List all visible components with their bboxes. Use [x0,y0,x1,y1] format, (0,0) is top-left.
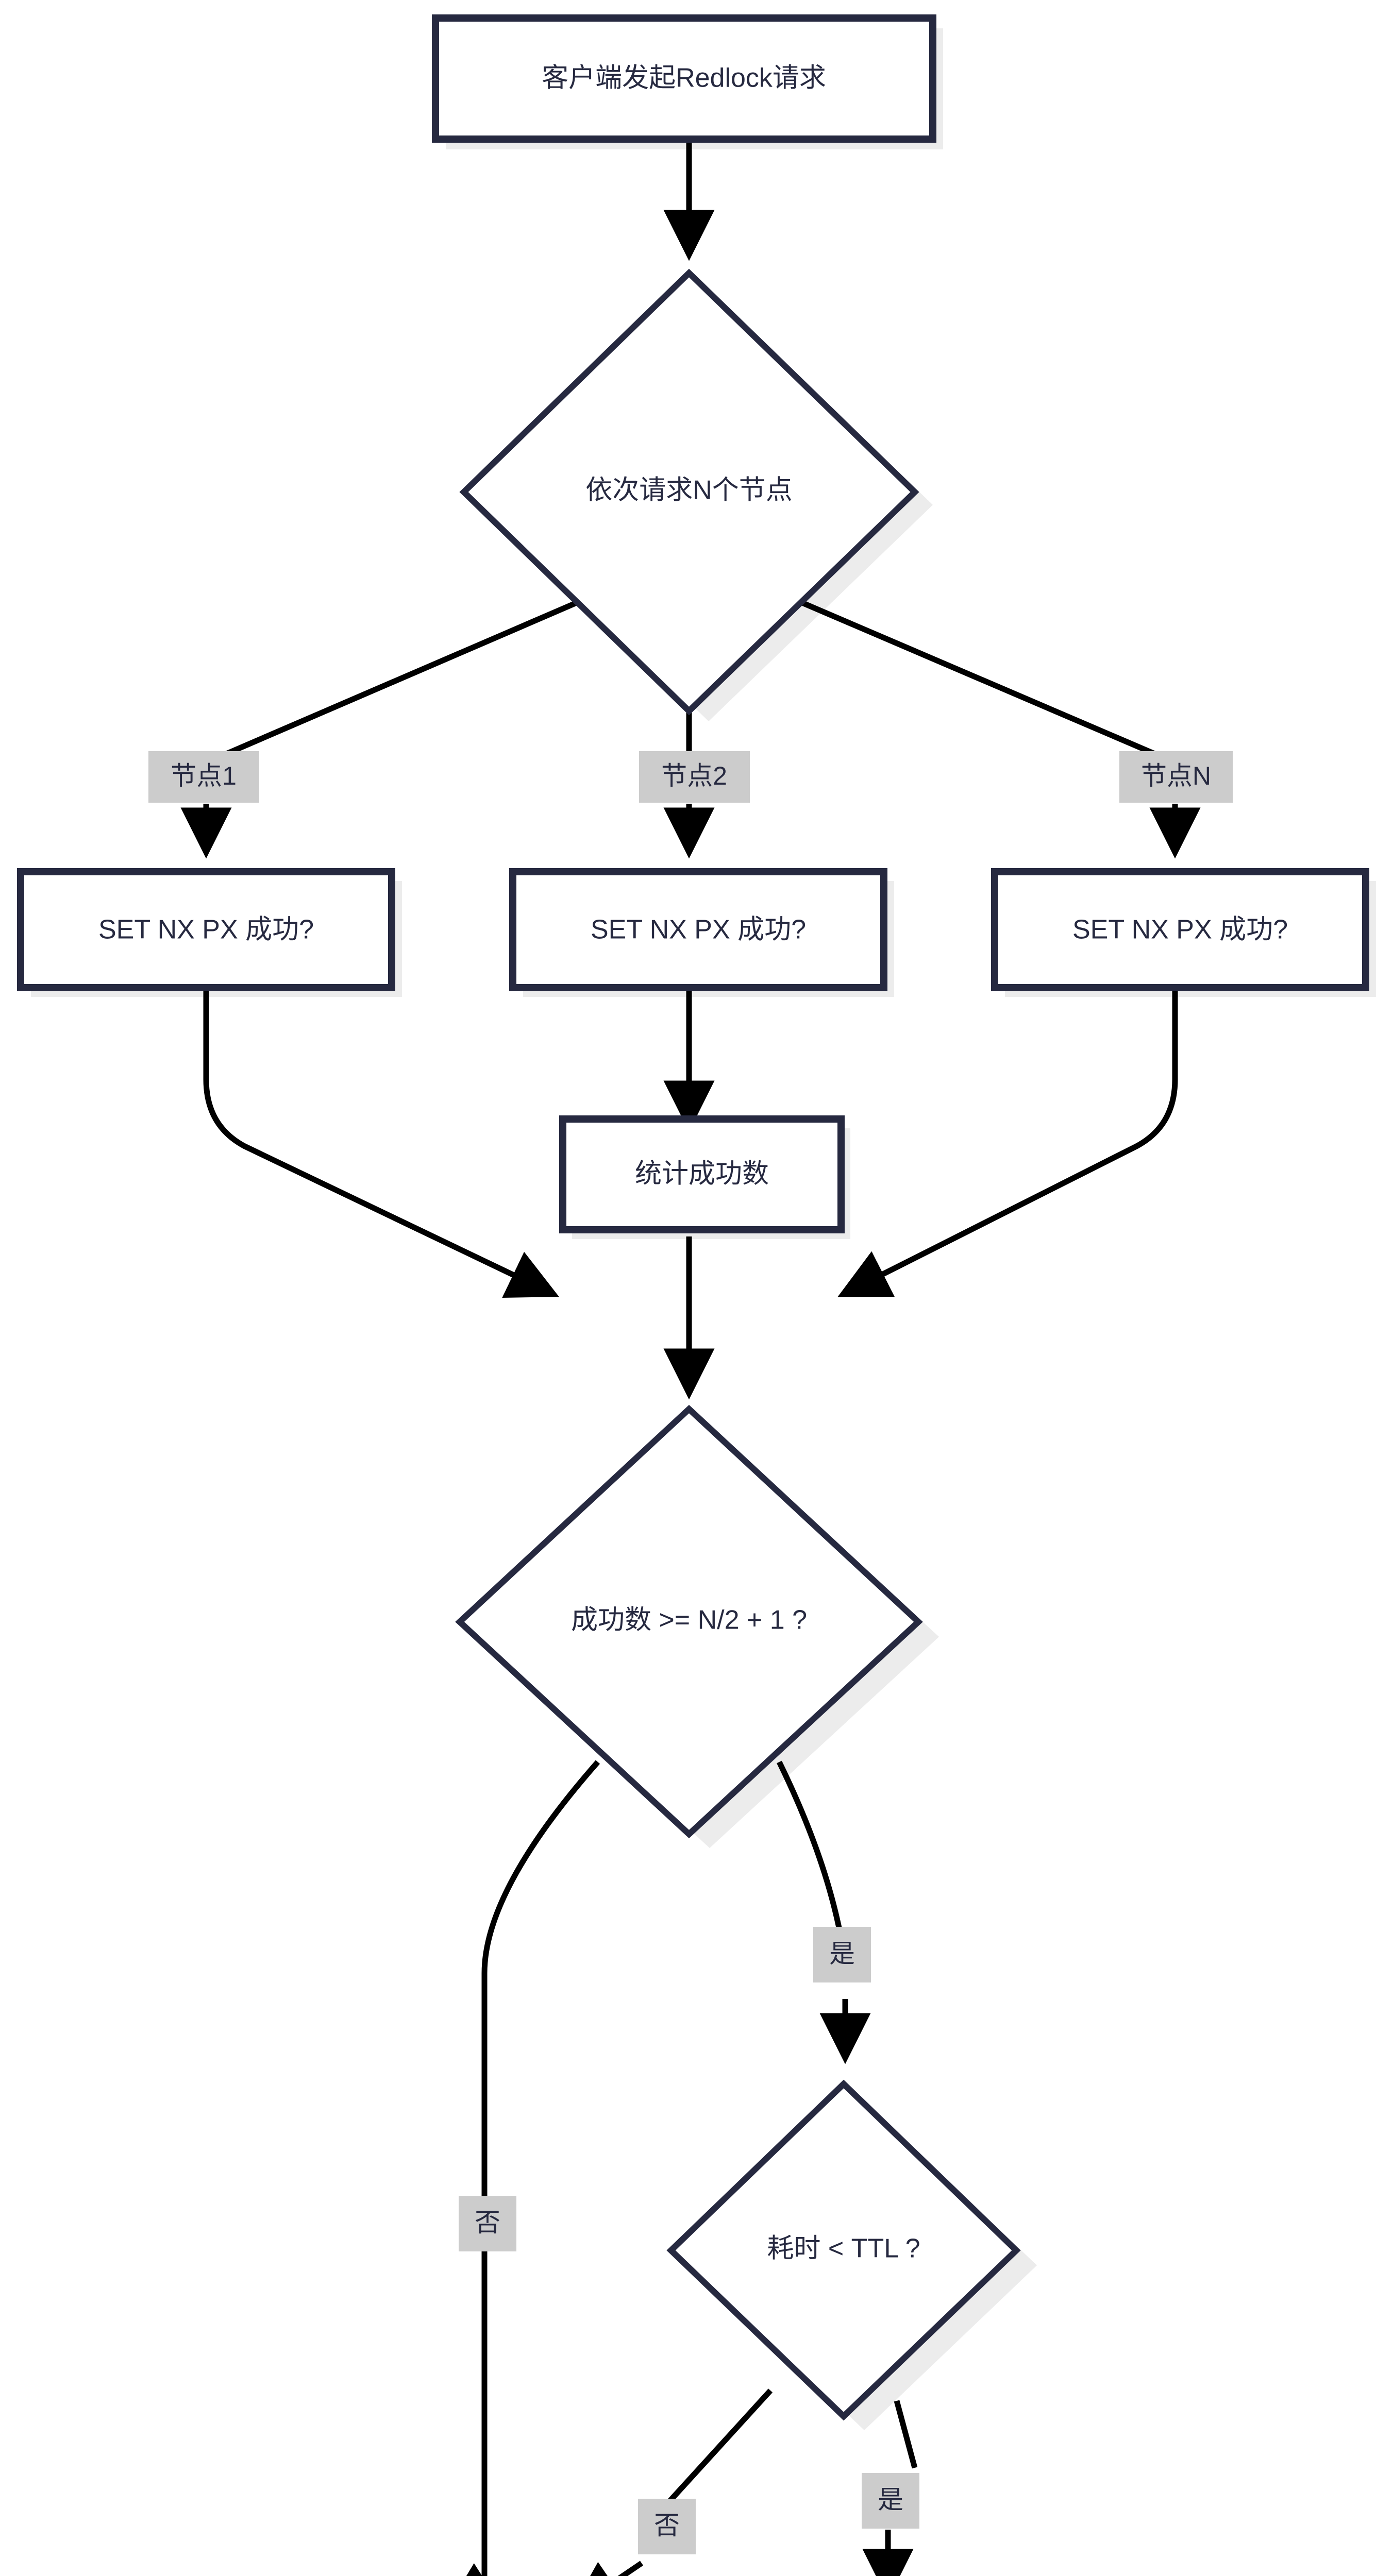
edge-label-node1: 节点1 [148,751,259,803]
edge-label-quorum-no-text: 否 [475,2208,500,2237]
edge-label-ttl-no: 否 [638,2499,696,2554]
edge-set1-to-count [203,987,559,1298]
edge-label-quorum-yes-text: 是 [829,1939,855,1968]
edge-dispatch-to-setN [777,589,1177,766]
edge-quorum-to-ttl [777,1760,847,1953]
edge-setN-to-count [837,987,1178,1297]
edge-labels: 节点1 节点2 节点N 是 否 [148,751,1233,2554]
edge-label-nodeN-text: 节点N [1141,761,1211,790]
node-quorum[interactable]: 成功数 >= N/2 + 1 ? [455,1404,923,1839]
node-quorum-label: 成功数 >= N/2 + 1 ? [571,1605,807,1635]
edge-quorum-to-fail [447,1760,600,2576]
node-set2[interactable]: SET NX PX 成功? [509,868,887,991]
edge-ttl-to-success [894,2400,918,2469]
node-count-label: 统计成功数 [635,1159,769,1189]
node-set2-label: SET NX PX 成功? [591,915,806,945]
edge-label-ttl-yes: 是 [862,2473,919,2529]
node-dispatch[interactable]: 依次请求N个节点 [459,268,919,716]
node-set1-label: SET NX PX 成功? [98,915,314,945]
edge-label-node1-text: 节点1 [171,761,237,790]
edge-ttl-to-fail [662,2388,773,2509]
node-setN-label: SET NX PX 成功? [1072,915,1288,945]
node-dispatch-label: 依次请求N个节点 [585,476,793,505]
edge-label-quorum-no: 否 [459,2196,516,2251]
node-setN[interactable]: SET NX PX 成功? [991,868,1369,991]
node-ttl[interactable]: 耗时 < TTL ? [666,2079,1021,2421]
node-start-label: 客户端发起Redlock请求 [542,63,826,93]
flow-edges [180,140,1201,2576]
node-set1[interactable]: SET NX PX 成功? [17,868,395,991]
edge-ttl-no-arrow [570,2561,644,2576]
edge-label-nodeN: 节点N [1119,751,1233,803]
edge-label-node2: 节点2 [639,751,750,803]
node-count[interactable]: 统计成功数 [559,1115,845,1233]
node-ttl-label: 耗时 < TTL ? [767,2234,920,2264]
edge-label-ttl-yes-text: 是 [878,2485,903,2514]
edge-dispatch-to-set1 [205,589,602,766]
edge-label-ttl-no-text: 否 [654,2511,680,2540]
edge-label-quorum-yes: 是 [813,1927,871,1982]
edge-label-node2-text: 节点2 [661,761,727,790]
node-start[interactable]: 客户端发起Redlock请求 [432,14,936,143]
